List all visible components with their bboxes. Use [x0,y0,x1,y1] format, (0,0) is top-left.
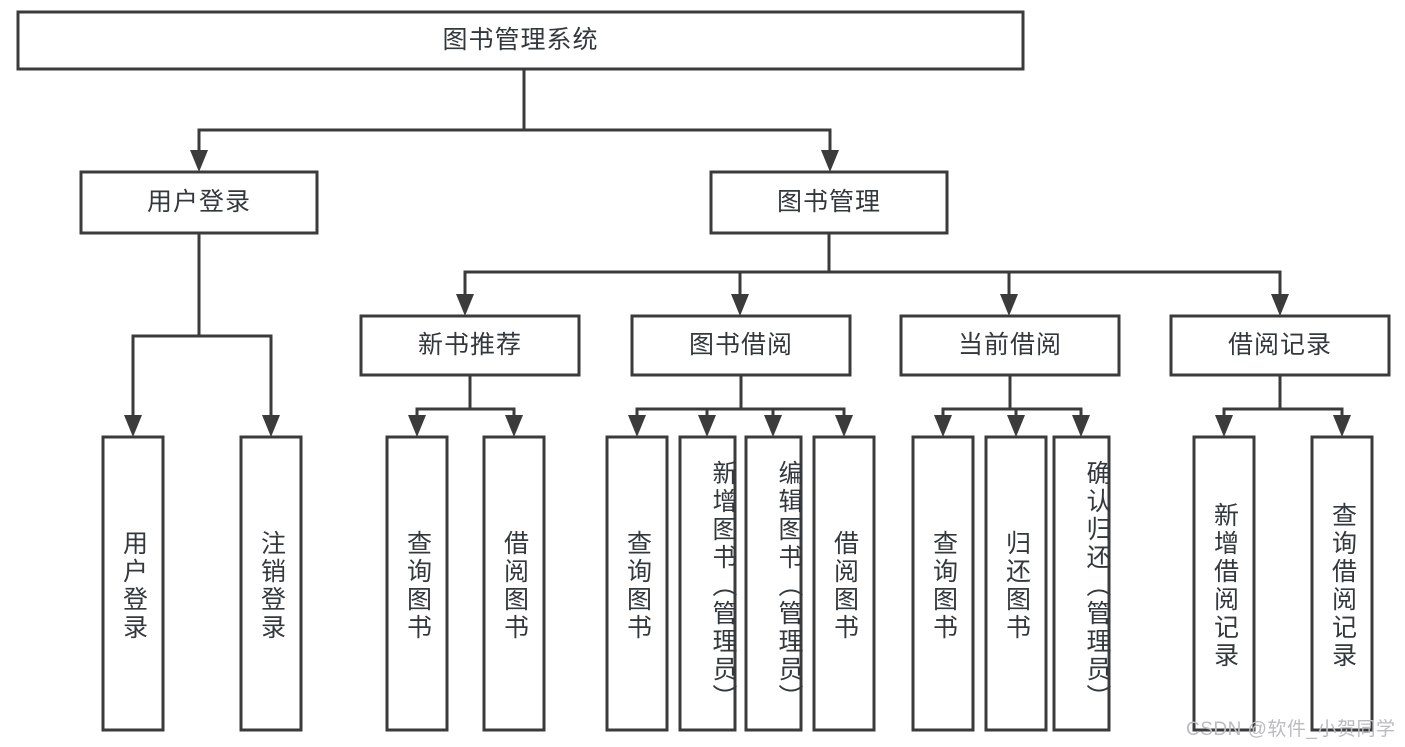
node-leaf-borrow-book-1-box[interactable] [482,435,546,732]
node-leaf-query-book-1-box[interactable] [385,435,449,732]
arrow-head-icon [1271,294,1289,316]
csdn-watermark: CSDN @软件_小贺同学 [1186,719,1396,740]
arrow-head-icon [731,294,749,316]
connector-book-management-to-level3 [456,231,1289,316]
node-user-login-box[interactable] [79,170,319,235]
arrow-head-icon [1072,415,1090,437]
arrow-head-icon [628,415,646,437]
node-book-management-box[interactable] [709,170,949,235]
arrow-head-icon [124,415,142,437]
node-leaf-edit-book-box[interactable] [744,435,803,732]
node-leaf-query-book-2-box[interactable] [605,435,669,732]
arrow-head-icon [1215,415,1233,437]
node-book-borrow-box[interactable] [630,314,852,377]
node-leaf-query-borrow-record-box[interactable] [1310,435,1374,732]
arrow-head-icon [262,415,280,437]
node-new-book-recommend-box[interactable] [359,314,581,377]
connector-current-borrow-to-leaves [934,373,1090,437]
node-current-borrow-box[interactable] [899,314,1121,377]
arrow-head-icon [505,415,523,437]
arrow-head-icon [698,415,716,437]
node-leaf-return-book-box[interactable] [984,435,1048,732]
arrow-head-icon [1333,415,1351,437]
node-leaf-user-login-box[interactable] [101,435,165,732]
node-leaf-add-borrow-record-box[interactable] [1192,435,1256,732]
arrow-head-icon [1007,415,1025,437]
node-leaf-borrow-book-2-box[interactable] [812,435,876,732]
arrow-head-icon [190,150,208,172]
arrow-head-icon [934,415,952,437]
arrow-head-icon [408,415,426,437]
node-leaf-confirm-return-box[interactable] [1052,435,1111,732]
arrow-head-icon [1000,294,1018,316]
node-leaf-add-book-box[interactable] [678,435,737,732]
node-borrow-record-box[interactable] [1169,314,1391,377]
node-leaf-logout-login-box[interactable] [239,435,303,732]
connector-book-borrow-to-leaves [628,373,853,437]
arrow-head-icon [821,150,839,172]
arrow-head-icon [764,415,782,437]
connector-borrow-record-to-leaves [1215,373,1351,437]
connector-user-login-to-leaves [124,231,280,437]
node-root-box[interactable] [16,10,1025,71]
node-leaf-query-book-3-box[interactable] [911,435,975,732]
arrow-head-icon [456,294,474,316]
connector-root-to-level2 [190,67,839,172]
arrow-head-icon [835,415,853,437]
connector-new-book-recommend-to-leaves [408,373,523,437]
